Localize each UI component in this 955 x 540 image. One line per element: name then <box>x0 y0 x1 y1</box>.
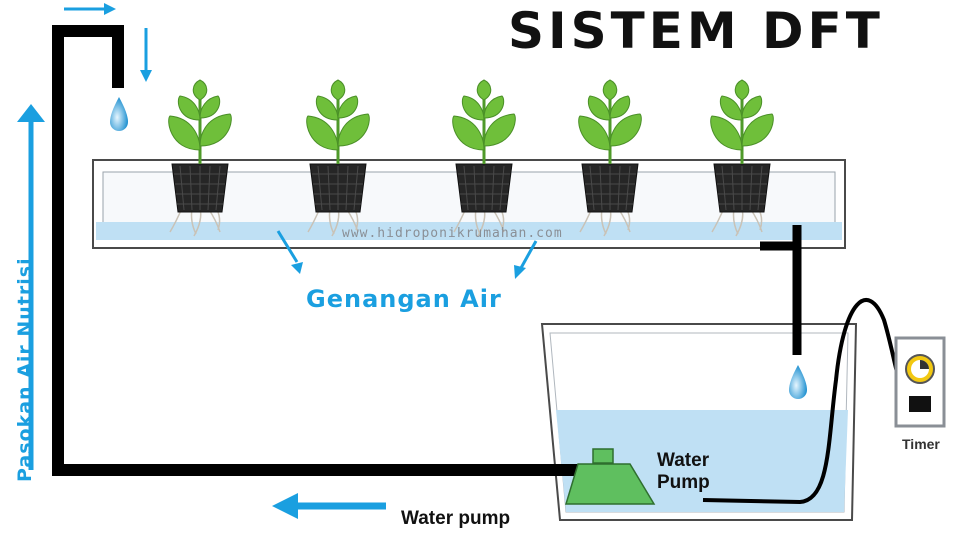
plant-icon <box>168 79 232 237</box>
arrow-left-icon <box>272 493 386 519</box>
plant-icon <box>710 79 774 237</box>
flow-arrows <box>17 3 538 519</box>
drain-pipe <box>760 225 802 355</box>
diagram-title: SISTEM DFT <box>508 2 884 60</box>
website-watermark: www.hidroponikrumahan.com <box>342 226 563 241</box>
stagnant-water-label: Genangan Air <box>306 285 502 313</box>
nutrient-supply-label: Pasokan Air Nutrisi <box>14 257 36 482</box>
water-drop-icon <box>110 97 128 131</box>
pointer-arrow-icon <box>276 230 303 274</box>
timer-socket <box>909 396 931 412</box>
water-pump-caption: Water pump <box>401 508 511 529</box>
timer-device <box>894 336 946 428</box>
arrow-down-icon <box>140 28 152 82</box>
pointer-arrow-icon <box>514 240 538 279</box>
pump-label-line2: Pump <box>657 472 710 493</box>
plants <box>168 79 774 237</box>
pump-label: Water Pump <box>657 450 710 494</box>
pump-label-line1: Water <box>657 450 710 471</box>
plant-icon <box>452 79 516 237</box>
timer-label: Timer <box>902 436 940 452</box>
plant-icon <box>306 79 370 237</box>
arrow-up-icon <box>17 104 45 470</box>
plant-icon <box>578 79 642 237</box>
arrow-right-icon <box>64 3 116 15</box>
water-pump <box>564 448 656 505</box>
supply-pipe <box>52 25 578 476</box>
water-drop-icon <box>789 365 807 399</box>
